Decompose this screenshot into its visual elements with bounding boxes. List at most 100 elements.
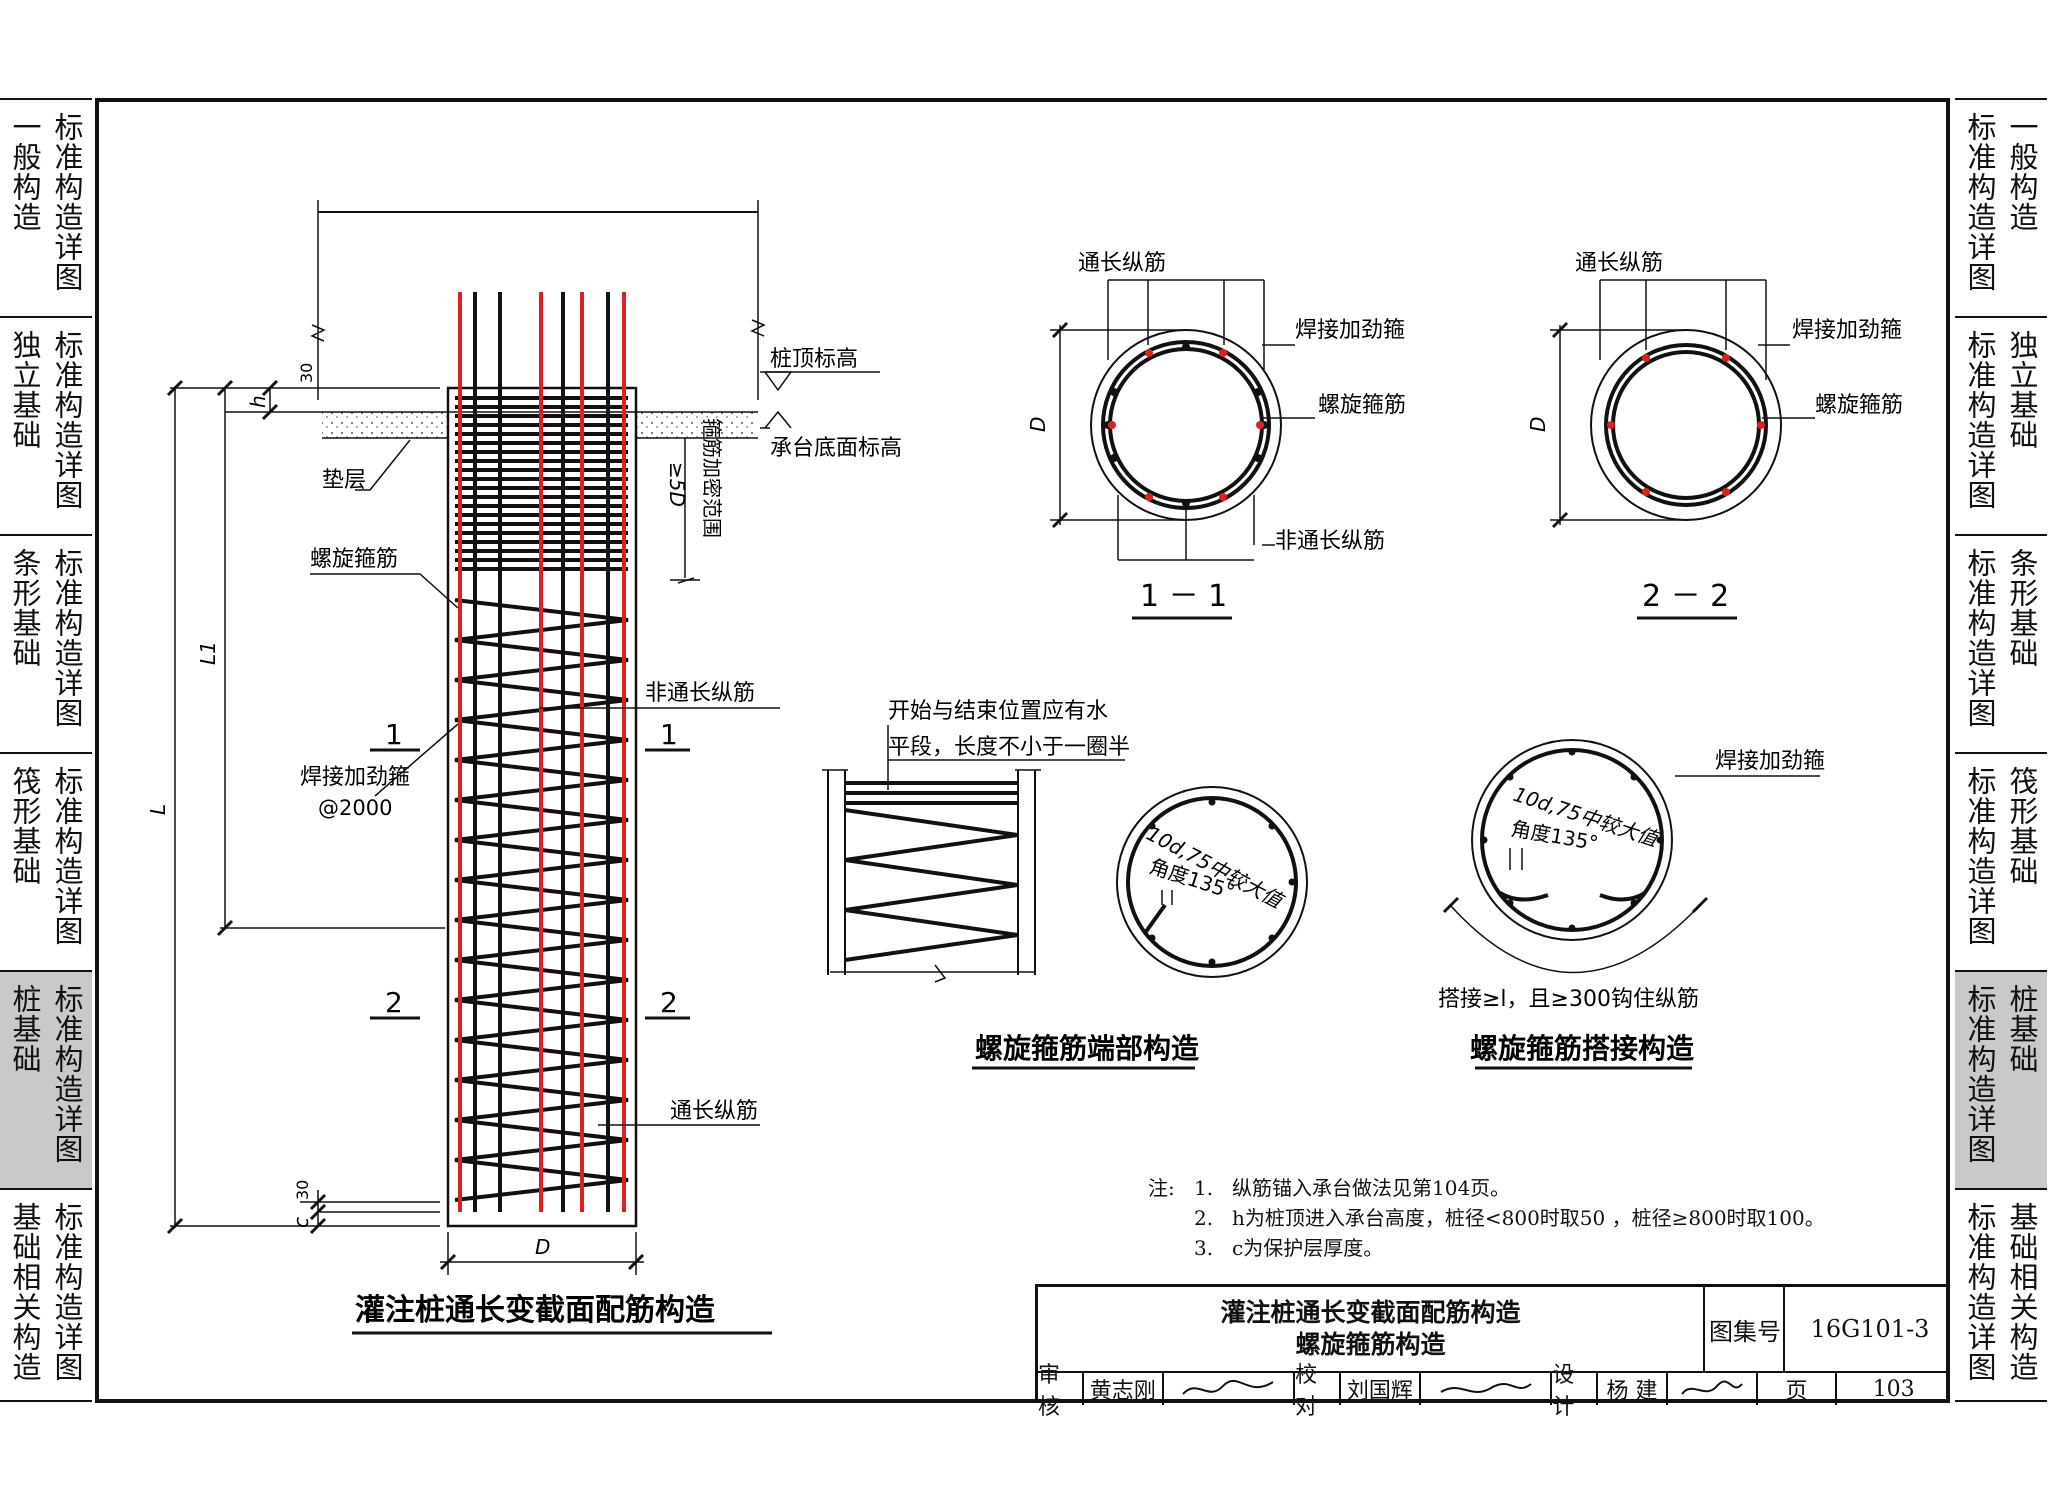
right-tab-isolated-a: 标准构造详图 [1963, 330, 1997, 510]
s1-caption: 1 － 1 [1140, 579, 1227, 614]
check-name: 刘国辉 [1341, 1373, 1421, 1405]
section-1-left: 1 [385, 718, 403, 751]
right-tab-general-a: 标准构造详图 [1963, 112, 1997, 292]
longitudinal-bars [458, 292, 626, 1212]
section-1-1-drawing [1050, 279, 1315, 620]
section-2-2-drawing [1550, 279, 1815, 620]
s2-label-full: 通长纵筋 [1575, 251, 1663, 276]
left-tab-strip-foundation[interactable]: 条形基础 标准构造详图 [0, 534, 92, 752]
label-D-elevation: D [535, 1235, 550, 1259]
title-line-2: 螺旋箍筋构造 [1295, 1330, 1446, 1359]
note-row-1: 注:1.纵筋锚入承台做法见第104页。 [1148, 1173, 1825, 1203]
end-caption: 螺旋箍筋端部构造 [975, 1032, 1199, 1065]
note-1-num: 1. [1194, 1176, 1214, 1200]
note-2-text: h为桩顶进入承台高度，桩径<800时取50 ，桩径≥800时取100。 [1232, 1206, 1825, 1230]
lap-detail-bars [1480, 748, 1664, 932]
design-signature [1668, 1373, 1758, 1405]
lap-caption: 螺旋箍筋搭接构造 [1470, 1032, 1694, 1065]
s2-label-weld: 焊接加劲箍 [1792, 318, 1902, 343]
end-note-line1: 开始与结束位置应有水 [888, 699, 1108, 724]
label-cushion: 垫层 [322, 468, 366, 493]
s1-label-non-full: 非通长纵筋 [1275, 529, 1385, 554]
end-detail-bars [1148, 798, 1296, 966]
label-spiral-elevation: 螺旋箍筋 [310, 547, 398, 572]
s1-label-weld: 焊接加劲箍 [1295, 318, 1405, 343]
right-tab-general[interactable]: 标准构造详图 一般构造 [1955, 98, 2047, 316]
right-tab-bottom-rule [1955, 1400, 2047, 1402]
s2-label-spiral: 螺旋箍筋 [1815, 393, 1903, 418]
review-name: 黄志刚 [1084, 1373, 1164, 1405]
right-tab-pile-b: 桩基础 [2005, 984, 2039, 1074]
signature-mark [1680, 1380, 1743, 1395]
dim-30-bottom: 30 [293, 1180, 312, 1200]
label-cap-bottom: 承台底面标高 [770, 436, 902, 461]
title-line-1: 灌注桩通长变截面配筋构造 [1220, 1298, 1521, 1327]
note-3-text: c为保护层厚度。 [1232, 1236, 1384, 1260]
left-tab-strip-a: 条形基础 [8, 548, 42, 668]
left-tab-related-a: 基础相关构造 [8, 1202, 42, 1382]
left-tab-general-b: 标准构造详图 [50, 112, 84, 292]
right-tab-related-a: 标准构造详图 [1963, 1202, 1997, 1382]
left-tab-raft[interactable]: 筏形基础 标准构造详图 [0, 752, 92, 970]
pile-elevation [166, 200, 880, 1335]
review-signature [1164, 1373, 1296, 1405]
s1-label-spiral: 螺旋箍筋 [1318, 393, 1406, 418]
section-1-1-bars [1104, 343, 1268, 507]
check-signature [1421, 1373, 1553, 1405]
left-tab-pile[interactable]: 桩基础 标准构造详图 [0, 970, 92, 1188]
label-full-elevation: 通长纵筋 [670, 1099, 758, 1124]
left-tab-isolated-b: 标准构造详图 [50, 330, 84, 510]
signature-mark [1182, 1379, 1274, 1395]
s2-label-D: D [1526, 417, 1550, 432]
right-tab-pile-a: 标准构造详图 [1963, 984, 1997, 1164]
label-5d: ≥5D [665, 462, 689, 507]
review-label: 审核 [1038, 1363, 1084, 1420]
note-row-3: 3. c为保护层厚度。 [1148, 1233, 1825, 1263]
dim-h: h [246, 395, 270, 408]
left-tab-pile-b: 标准构造详图 [50, 984, 84, 1164]
note-row-2: 2.h为桩顶进入承台高度，桩径<800时取50 ，桩径≥800时取100。 [1148, 1203, 1825, 1233]
right-tab-raft-a: 标准构造详图 [1963, 766, 1997, 946]
left-tab-raft-a: 筏形基础 [8, 766, 42, 886]
design-label: 设计 [1552, 1363, 1599, 1420]
left-tab-pile-a: 桩基础 [8, 984, 42, 1074]
lap-note: 搭接≥l，且≥300钩住纵筋 [1438, 987, 1699, 1012]
label-stirrup-zone: 箍筋加密范围 [700, 418, 724, 538]
right-tab-related-b: 基础相关构造 [2005, 1202, 2039, 1382]
right-tab-strip-foundation[interactable]: 标准构造详图 条形基础 [1955, 534, 2047, 752]
section-2-right: 2 [660, 986, 678, 1019]
right-tab-isolated[interactable]: 标准构造详图 独立基础 [1955, 316, 2047, 534]
s2-caption: 2 － 2 [1642, 579, 1729, 614]
title-block: 灌注桩通长变截面配筋构造 螺旋箍筋构造 图集号 16G101-3 审核 黄志刚 … [1035, 1284, 1950, 1420]
title-block-row-1: 灌注桩通长变截面配筋构造 螺旋箍筋构造 图集号 16G101-3 [1038, 1287, 1950, 1373]
page-number: 103 [1872, 1376, 1915, 1402]
lap-note-rest: ，且≥300钩住纵筋 [1507, 987, 1699, 1012]
notes-block: 注:1.纵筋锚入承台做法见第104页。 2.h为桩顶进入承台高度，桩径<800时… [1148, 1173, 1825, 1263]
right-tab-strip-b: 条形基础 [2005, 548, 2039, 668]
label-weld-elevation: 焊接加劲箍 [300, 765, 410, 790]
left-tab-raft-b: 标准构造详图 [50, 766, 84, 946]
right-tab-pile[interactable]: 标准构造详图 桩基础 [1955, 970, 2047, 1188]
lap-note-a: 搭接≥l [1438, 987, 1507, 1012]
right-tab-related[interactable]: 标准构造详图 基础相关构造 [1955, 1188, 2047, 1400]
note-3-num: 3. [1194, 1236, 1214, 1260]
label-L: L [146, 804, 170, 815]
right-tab-raft[interactable]: 标准构造详图 筏形基础 [1955, 752, 2047, 970]
left-tab-general-a: 一般构造 [8, 112, 42, 232]
title-block-row-2: 审核 黄志刚 校对 刘国辉 设计 杨 建 页 103 [1038, 1363, 1950, 1420]
right-tab-general-b: 一般构造 [2005, 112, 2039, 232]
left-tab-isolated[interactable]: 独立基础 标准构造详图 [0, 316, 92, 534]
section-1-right: 1 [660, 718, 678, 751]
lap-label-weld: 焊接加劲箍 [1715, 749, 1825, 774]
title-cell: 灌注桩通长变截面配筋构造 螺旋箍筋构造 [1038, 1287, 1703, 1371]
page-label: 页 [1758, 1373, 1838, 1405]
label-non-full-elevation: 非通长纵筋 [645, 681, 755, 706]
section-2-left: 2 [385, 986, 403, 1019]
label-weld-spacing: @2000 [318, 796, 392, 820]
left-tab-related[interactable]: 基础相关构造 标准构造详图 [0, 1188, 92, 1400]
caption-pile: 灌注桩通长变截面配筋构造 [355, 1293, 715, 1328]
end-note-line2: 平段，长度不小于一圈半 [888, 735, 1130, 760]
left-tab-general[interactable]: 一般构造 标准构造详图 [0, 98, 92, 316]
label-pile-top: 桩顶标高 [770, 347, 858, 372]
signature-mark [1440, 1383, 1532, 1393]
